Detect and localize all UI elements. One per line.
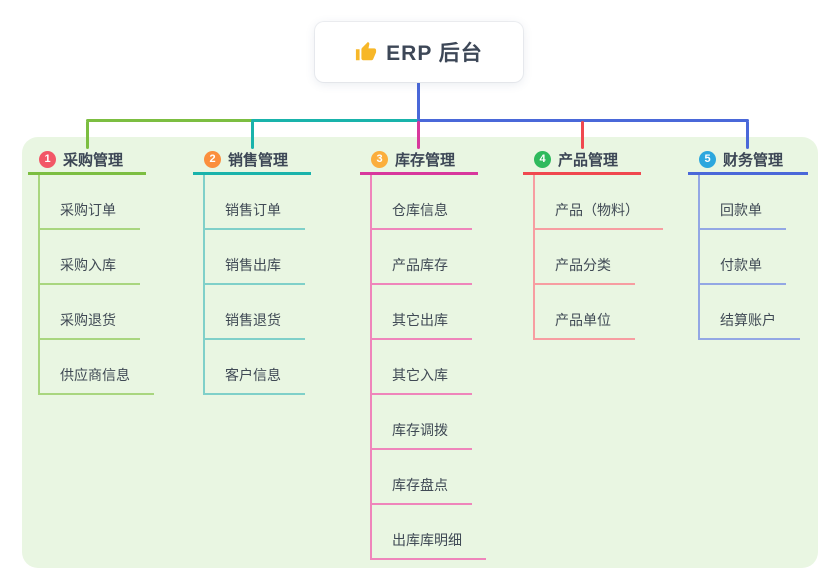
child-node-receipt-order[interactable]: 回款单 bbox=[700, 200, 786, 230]
branch-finance: 5 财务管理 回款单 付款单 结算账户 bbox=[688, 146, 808, 340]
connector-drop-product bbox=[581, 121, 584, 149]
branch-node-inventory[interactable]: 3 库存管理 bbox=[360, 146, 478, 175]
child-node-outbound-details[interactable]: 出库库明细 bbox=[372, 530, 486, 560]
branch-node-sales[interactable]: 2 销售管理 bbox=[193, 146, 311, 175]
branch-label: 销售管理 bbox=[228, 151, 289, 169]
branch-sales: 2 销售管理 销售订单 销售出库 销售退货 客户信息 bbox=[193, 146, 311, 395]
branch-number-badge: 3 bbox=[371, 150, 388, 168]
child-node-product-material[interactable]: 产品（物料） bbox=[535, 200, 663, 230]
branch-inventory: 3 库存管理 仓库信息 产品库存 其它出库 其它入库 库存调拨 库存盘点 出库库… bbox=[360, 146, 486, 560]
child-node-sales-order[interactable]: 销售订单 bbox=[205, 200, 305, 230]
thumbs-up-icon bbox=[356, 41, 377, 61]
connector-drop-sales bbox=[251, 121, 254, 149]
branch-node-product[interactable]: 4 产品管理 bbox=[523, 146, 641, 175]
child-node-purchase-order[interactable]: 采购订单 bbox=[40, 200, 140, 230]
child-node-stock-transfer[interactable]: 库存调拨 bbox=[372, 420, 472, 450]
branch-inventory-children: 仓库信息 产品库存 其它出库 其它入库 库存调拨 库存盘点 出库库明细 bbox=[370, 175, 486, 560]
root-node[interactable]: ERP 后台 bbox=[315, 22, 523, 82]
branch-number-badge: 2 bbox=[204, 150, 221, 168]
root-title: ERP 后台 bbox=[386, 42, 483, 65]
child-node-customer-info[interactable]: 客户信息 bbox=[205, 365, 305, 395]
child-node-settlement-account[interactable]: 结算账户 bbox=[700, 310, 800, 340]
branch-number-badge: 5 bbox=[699, 150, 716, 168]
child-node-product-unit[interactable]: 产品单位 bbox=[535, 310, 635, 340]
connector-drop-inventory bbox=[417, 121, 420, 149]
child-node-sales-outbound[interactable]: 销售出库 bbox=[205, 255, 305, 285]
child-node-warehouse-info[interactable]: 仓库信息 bbox=[372, 200, 472, 230]
child-node-product-category[interactable]: 产品分类 bbox=[535, 255, 635, 285]
branch-label: 库存管理 bbox=[395, 151, 456, 169]
child-node-payment-order[interactable]: 付款单 bbox=[700, 255, 786, 285]
branch-number-badge: 4 bbox=[534, 150, 551, 168]
child-node-supplier-info[interactable]: 供应商信息 bbox=[40, 365, 154, 395]
branch-label: 财务管理 bbox=[723, 151, 784, 169]
branch-purchase: 1 采购管理 采购订单 采购入库 采购退货 供应商信息 bbox=[28, 146, 154, 395]
branch-number-badge: 1 bbox=[39, 150, 56, 168]
branch-node-purchase[interactable]: 1 采购管理 bbox=[28, 146, 146, 175]
connector-h-finance bbox=[417, 119, 749, 122]
child-node-purchase-inbound[interactable]: 采购入库 bbox=[40, 255, 140, 285]
branch-product: 4 产品管理 产品（物料） 产品分类 产品单位 bbox=[523, 146, 663, 340]
branch-label: 采购管理 bbox=[63, 151, 124, 169]
branch-finance-children: 回款单 付款单 结算账户 bbox=[698, 175, 808, 340]
child-node-purchase-return[interactable]: 采购退货 bbox=[40, 310, 140, 340]
branch-purchase-children: 采购订单 采购入库 采购退货 供应商信息 bbox=[38, 175, 154, 395]
child-node-sales-return[interactable]: 销售退货 bbox=[205, 310, 305, 340]
connector-root-stub bbox=[417, 82, 420, 120]
connector-drop-purchase bbox=[86, 121, 89, 149]
branch-sales-children: 销售订单 销售出库 销售退货 客户信息 bbox=[203, 175, 311, 395]
child-node-other-outbound[interactable]: 其它出库 bbox=[372, 310, 472, 340]
connector-h-sales bbox=[251, 119, 418, 122]
branch-product-children: 产品（物料） 产品分类 产品单位 bbox=[533, 175, 663, 340]
branch-node-finance[interactable]: 5 财务管理 bbox=[688, 146, 808, 175]
connector-drop-finance bbox=[746, 121, 749, 149]
child-node-stock-taking[interactable]: 库存盘点 bbox=[372, 475, 472, 505]
connector-h-purchase bbox=[86, 119, 253, 122]
branches-panel bbox=[22, 137, 818, 568]
branch-label: 产品管理 bbox=[558, 151, 619, 169]
child-node-product-stock[interactable]: 产品库存 bbox=[372, 255, 472, 285]
child-node-other-inbound[interactable]: 其它入库 bbox=[372, 365, 472, 395]
